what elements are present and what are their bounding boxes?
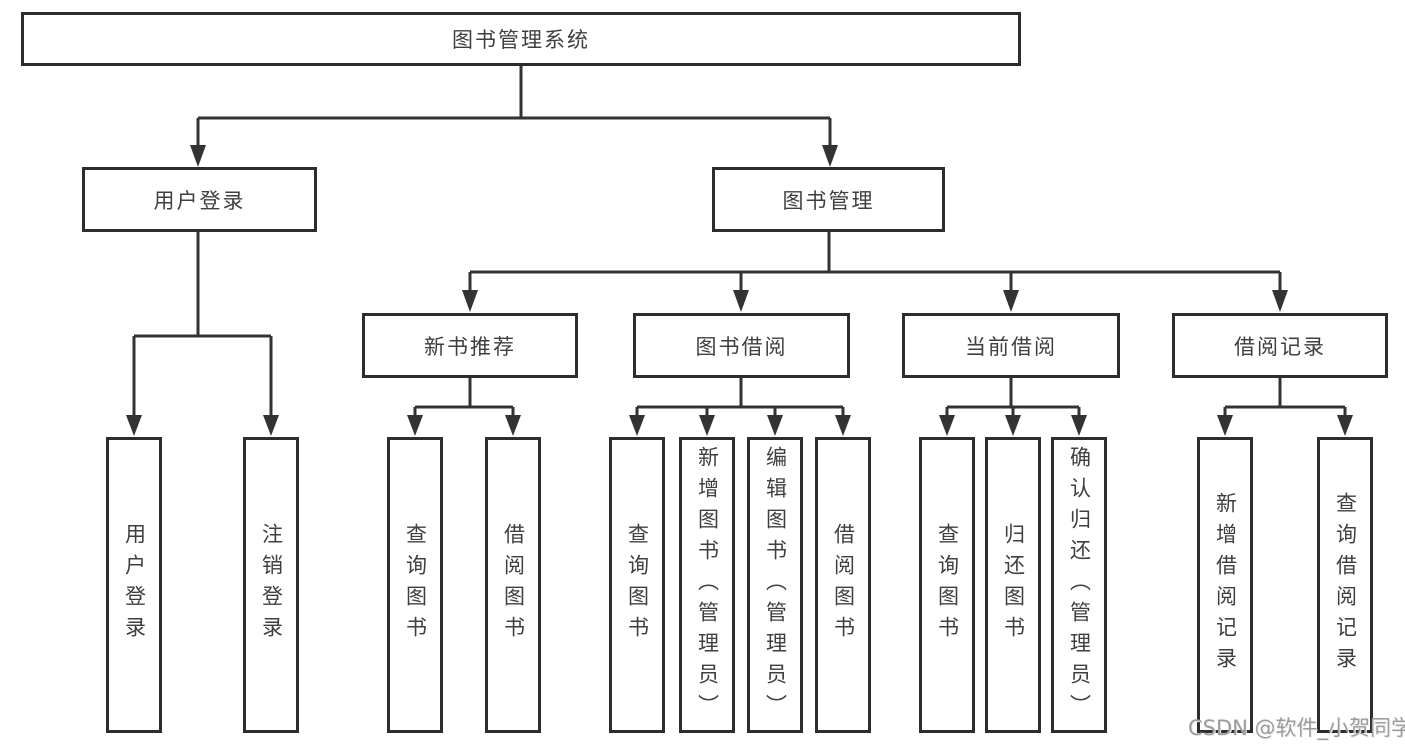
node-current-borrowing: 当前借阅 (902, 313, 1120, 378)
leaf-label: 借阅图书 (831, 523, 856, 647)
leaf-query-books-borrow: 查询图书 (609, 437, 665, 733)
node-book-management: 图书管理 (712, 167, 945, 232)
leaf-add-borrow-record: 新增借阅记录 (1197, 437, 1253, 733)
csdn-watermark: CSDN @软件_小贺同学 (1188, 716, 1405, 740)
node-borrowing-records: 借阅记录 (1172, 313, 1388, 378)
leaf-label: 借阅图书 (501, 523, 526, 647)
leaf-confirm-return-admin: 确认归还（管理员） (1051, 437, 1107, 733)
leaf-borrow-books-newbook: 借阅图书 (485, 437, 541, 733)
node-book-borrowing: 图书借阅 (633, 313, 850, 378)
node-user-login: 用户登录 (82, 167, 317, 232)
leaf-label: 新增图书（管理员） (695, 445, 720, 725)
leaf-label: 新增借阅记录 (1213, 492, 1238, 678)
leaf-query-borrow-record: 查询借阅记录 (1317, 437, 1373, 733)
leaf-label: 确认归还（管理员） (1067, 445, 1092, 725)
leaf-borrow-books-borrow: 借阅图书 (815, 437, 871, 733)
node-new-book-recommend: 新书推荐 (362, 313, 578, 378)
leaf-label: 归还图书 (1001, 523, 1026, 647)
leaf-user-login: 用户登录 (106, 437, 162, 733)
leaf-label: 查询图书 (625, 523, 650, 647)
leaf-add-books-admin: 新增图书（管理员） (679, 437, 735, 733)
leaf-label: 编辑图书（管理员） (763, 445, 788, 725)
leaf-query-books-current: 查询图书 (919, 437, 975, 733)
leaf-query-books-newbook: 查询图书 (387, 437, 443, 733)
leaf-logout: 注销登录 (243, 437, 299, 733)
leaf-label: 用户登录 (122, 523, 147, 647)
leaf-label: 查询借阅记录 (1333, 492, 1358, 678)
leaf-label: 注销登录 (259, 523, 284, 647)
leaf-return-books: 归还图书 (985, 437, 1041, 733)
node-library-system: 图书管理系统 (21, 12, 1021, 66)
leaf-edit-books-admin: 编辑图书（管理员） (747, 437, 803, 733)
leaf-label: 查询图书 (935, 523, 960, 647)
leaf-label: 查询图书 (403, 523, 428, 647)
